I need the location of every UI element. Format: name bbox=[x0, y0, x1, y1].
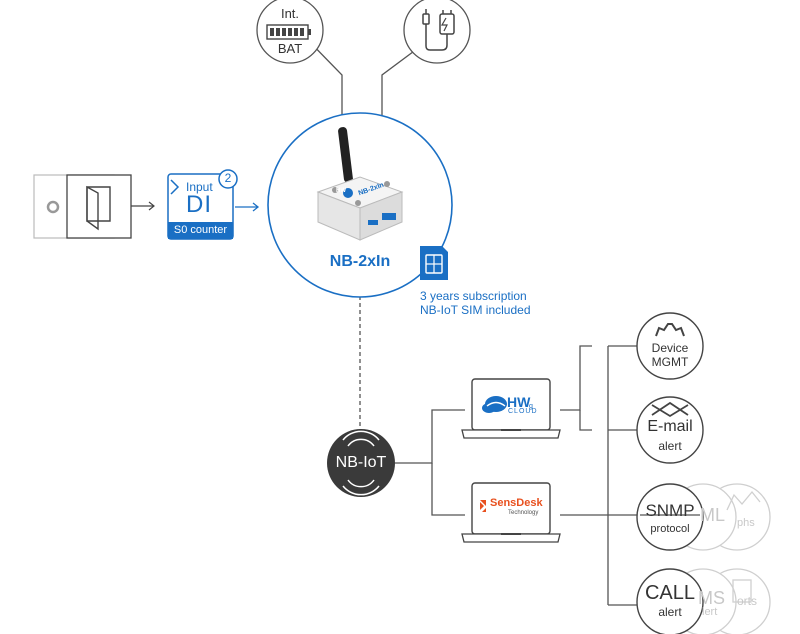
sim-card-icon bbox=[420, 246, 448, 280]
battery-label-bottom: BAT bbox=[277, 41, 303, 56]
charger-icon bbox=[422, 9, 455, 51]
battery-node bbox=[256, 0, 324, 64]
door-sensor bbox=[33, 174, 132, 239]
wireless-signal-icon bbox=[342, 430, 380, 496]
cloud-brand: HW bbox=[507, 394, 531, 410]
arrow-input-to-device bbox=[235, 202, 260, 212]
sensdesk-tagline: Technology bbox=[508, 510, 539, 516]
battery-icon bbox=[266, 24, 311, 40]
input-badge bbox=[167, 169, 238, 240]
door-icon bbox=[86, 185, 111, 231]
device-box bbox=[316, 176, 404, 241]
service-call-line2: alert bbox=[658, 605, 682, 619]
sensdesk-name: SensDesk bbox=[490, 497, 543, 509]
service-email bbox=[636, 396, 704, 464]
input-label: Input bbox=[186, 180, 213, 194]
ghost-graphs: phs bbox=[737, 517, 755, 529]
device-node bbox=[267, 112, 453, 298]
device-brand: HW bbox=[336, 188, 346, 194]
antenna-icon bbox=[338, 127, 353, 183]
cloud-brand-sub: g bbox=[529, 403, 533, 410]
ghost-sms-alert: lert bbox=[702, 606, 718, 618]
sensdesk-logo-icon bbox=[480, 500, 486, 512]
input-footer: S0 counter bbox=[173, 224, 228, 236]
laptop-cloud bbox=[461, 378, 561, 439]
sim-line1: 3 years subscription bbox=[420, 289, 527, 303]
input-count: 2 bbox=[224, 171, 232, 185]
gear-icon bbox=[655, 323, 685, 337]
ghost-reports: orts bbox=[737, 594, 758, 608]
sim-line2: NB-IoT SIM included bbox=[420, 303, 531, 317]
laptop-sensdesk bbox=[461, 482, 561, 543]
network-label: NB-IoT bbox=[335, 454, 387, 471]
service-snmp-line1: SNMP bbox=[645, 501, 695, 520]
battery-label-top: Int. bbox=[280, 6, 300, 21]
service-call-line1: CALL bbox=[644, 582, 696, 604]
service-snmp-line2: protocol bbox=[650, 523, 690, 535]
network-node bbox=[327, 429, 395, 497]
ghost-sms: MS bbox=[698, 588, 725, 608]
service-email-line2: alert bbox=[658, 439, 682, 453]
device-name: NB-2xIn bbox=[329, 253, 391, 270]
envelope-icon bbox=[651, 401, 689, 418]
service-snmp bbox=[636, 483, 704, 551]
service-mgmt-line2: MGMT bbox=[651, 355, 689, 369]
ghost-xml: ML bbox=[700, 505, 726, 525]
cloud-logo-icon bbox=[482, 396, 507, 413]
input-type: DI bbox=[186, 191, 212, 218]
service-mgmt-line1: Device bbox=[651, 341, 689, 355]
arrow-door-to-input bbox=[131, 201, 155, 211]
charger-node bbox=[403, 0, 471, 64]
service-call bbox=[636, 568, 704, 634]
service-device-mgmt bbox=[636, 312, 704, 380]
cloud-label: CLOUD bbox=[508, 408, 538, 415]
service-email-line1: E-mail bbox=[647, 418, 693, 435]
